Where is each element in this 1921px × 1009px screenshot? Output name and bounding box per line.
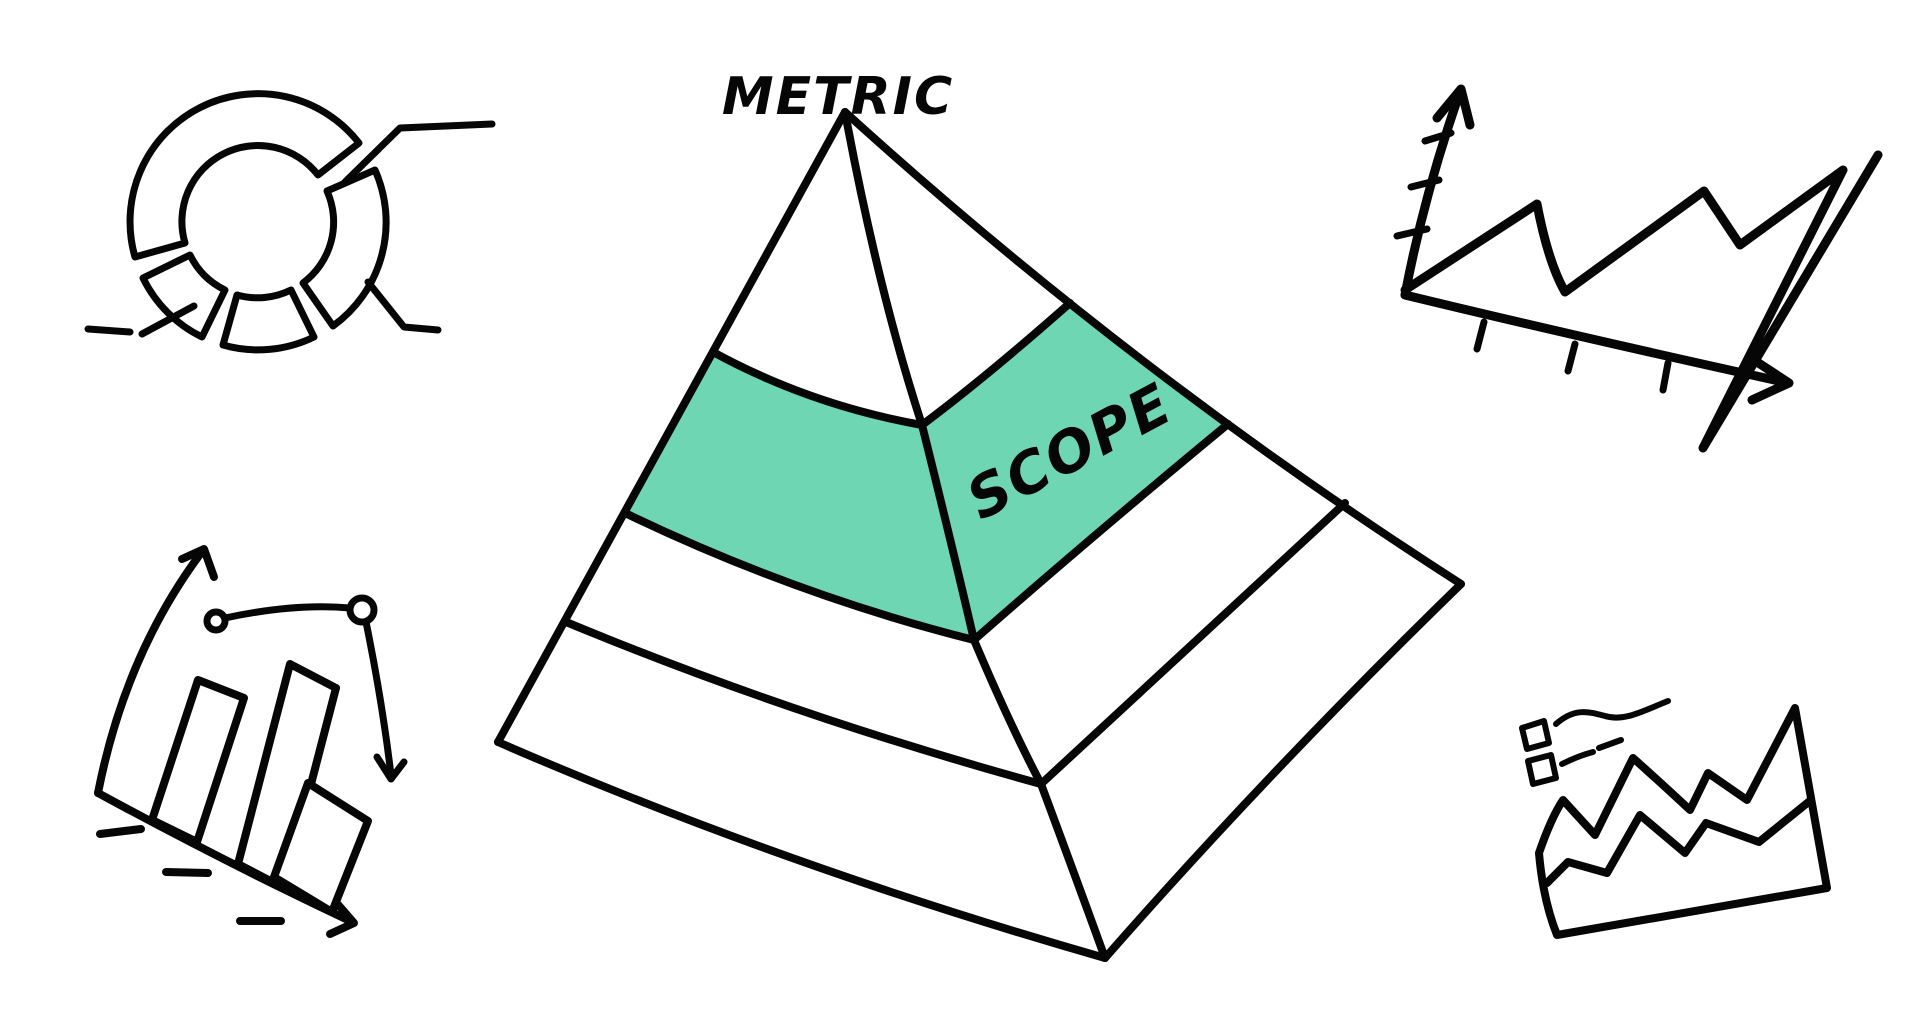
donut-callout-right — [364, 278, 442, 334]
donut-segment-bottom — [219, 286, 318, 354]
pyramid-top-label: METRIC — [722, 67, 954, 127]
donut-chart-doodle — [84, 90, 496, 354]
trend-line-chart-doodle — [1393, 84, 1883, 453]
x-axis-ticks — [1473, 318, 1672, 394]
bar-x-axis-arrowhead-icon — [326, 896, 358, 938]
bar-chart-doodle — [94, 545, 408, 938]
area-outline — [1535, 704, 1831, 939]
bar-1 — [148, 676, 248, 846]
pyramid-bottom-edge-left — [494, 738, 1109, 962]
legend-squiggle-2 — [1559, 737, 1624, 767]
area-chart-doodle — [1519, 698, 1831, 939]
bar-3 — [270, 779, 372, 916]
legend-square-1 — [1519, 718, 1552, 752]
bar-y-axis — [94, 549, 205, 797]
x-axis-arrowhead-icon — [1747, 357, 1794, 405]
pyramid-highlight-band-right-face — [922, 303, 1228, 640]
legend-square-2 — [1525, 752, 1559, 787]
pyramid-band-line-left-1 — [709, 348, 926, 429]
trend-zigzag-line — [1400, 150, 1883, 453]
area-inner-zigzag — [1543, 796, 1815, 887]
donut-callout-top-right — [341, 120, 496, 186]
donut-segment-right — [299, 166, 390, 330]
marker-drop-line — [362, 618, 395, 779]
data-point-marker-1 — [203, 608, 229, 634]
pyramid-left-edge — [494, 108, 849, 746]
bar-2 — [234, 660, 340, 892]
donut-segment-top — [126, 90, 363, 261]
pyramid-right-edge — [841, 108, 1465, 588]
drop-arrowhead-icon — [373, 753, 408, 783]
pyramid-band-line-right-1 — [918, 299, 1074, 429]
pyramid-center-ridge — [841, 108, 1109, 962]
x-axis — [1400, 290, 1793, 388]
pyramid-diagram: METRIC SCOPE — [494, 67, 1465, 962]
pyramid-bottom-edge-right — [1101, 580, 1465, 962]
marker-connector-line — [221, 603, 354, 622]
y-axis — [1400, 87, 1465, 300]
pyramid-band-line-left-3 — [562, 618, 1045, 788]
pyramid-band-line-right-2 — [970, 420, 1232, 644]
pyramid-highlight-band-left-face — [625, 352, 974, 640]
bar-y-axis-arrowhead-icon — [178, 545, 218, 581]
legend-squiggle-1 — [1553, 698, 1671, 727]
y-axis-arrowhead-icon — [1432, 84, 1475, 130]
donut-segment-bottom-left — [139, 251, 229, 341]
baseline-dashes — [96, 825, 285, 925]
pyramid-band-line-left-2 — [621, 509, 978, 644]
y-axis-ticks — [1393, 129, 1455, 240]
donut-callout-bottom-left — [84, 302, 198, 338]
data-point-marker-2 — [346, 594, 378, 626]
pyramid-band-line-right-3 — [1037, 499, 1349, 788]
